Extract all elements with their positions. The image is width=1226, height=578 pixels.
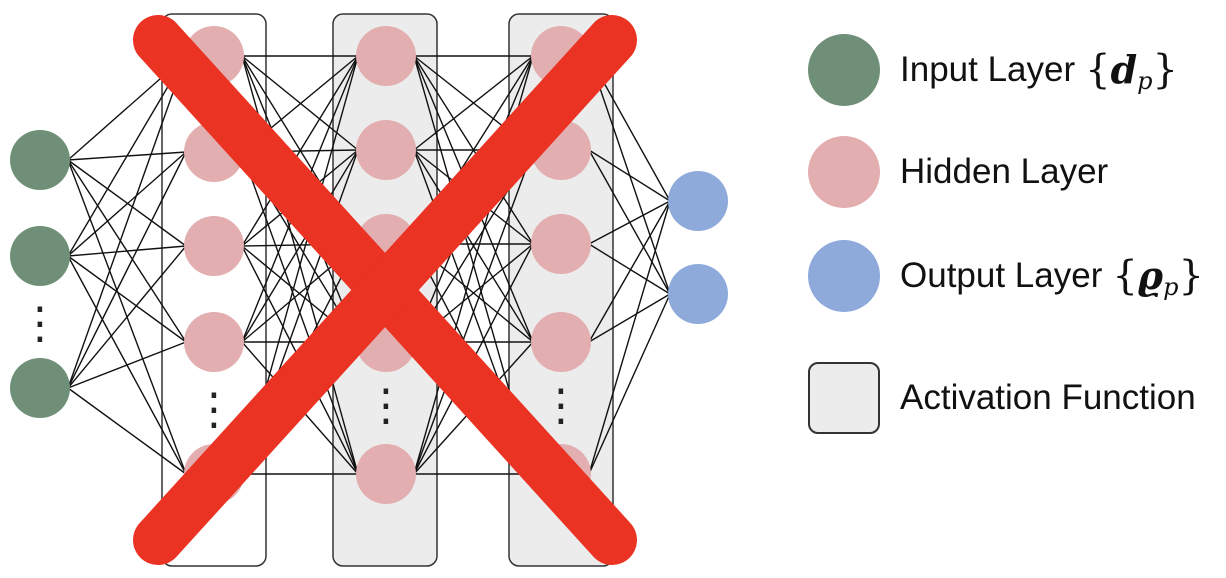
connection-line	[67, 245, 187, 389]
input-node	[10, 358, 70, 418]
legend-activation-label: Activation Function	[900, 378, 1196, 417]
hidden2-node	[356, 120, 416, 180]
hidden1-node	[184, 312, 244, 372]
input-node	[10, 130, 70, 190]
output-node	[668, 264, 728, 324]
hidden2-node	[356, 26, 416, 86]
connection-line	[588, 200, 671, 245]
connection-line	[588, 293, 671, 475]
connection-line	[241, 149, 359, 343]
connection-line	[588, 200, 671, 475]
hidden3-node	[531, 214, 591, 274]
red-x-cross-icon	[133, 15, 637, 565]
input-ellipsis: ⋮	[18, 298, 62, 349]
legend-input-label: Input Layer	[900, 50, 1076, 89]
hidden-layer-swatch	[808, 136, 880, 208]
hidden2-ellipsis: ⋮	[364, 380, 408, 431]
connection-line	[241, 55, 359, 151]
connection-line	[67, 341, 187, 389]
hidden2-node	[356, 444, 416, 504]
connection-line	[67, 55, 187, 389]
connection-line	[67, 151, 187, 389]
connection-line	[67, 255, 187, 343]
input-layer-swatch	[808, 34, 880, 106]
connection-line	[67, 159, 187, 247]
neural-network-diagram: ⋮⋮⋮⋮	[10, 13, 728, 567]
cross-stroke-2	[133, 15, 637, 565]
connection-line	[588, 243, 671, 295]
connection-line	[413, 149, 534, 475]
connection-line	[588, 149, 671, 202]
output-node	[668, 171, 728, 231]
activation-function-swatch	[808, 362, 880, 434]
connection-line	[241, 55, 359, 247]
connection-line	[67, 55, 187, 257]
hidden3-ellipsis: ⋮	[539, 380, 583, 431]
hidden3-node	[531, 312, 591, 372]
output-layer-swatch	[808, 240, 880, 312]
hidden1-node	[184, 216, 244, 276]
legend-output-label: Output Layer	[900, 256, 1103, 295]
legend-hidden-label: Hidden Layer	[900, 152, 1109, 191]
connection-line	[67, 151, 187, 257]
connection-line	[67, 387, 187, 475]
legend-activation-function: Activation Function	[808, 360, 1196, 436]
connection-line	[588, 200, 671, 343]
input-node	[10, 226, 70, 286]
legend-hidden-layer: Hidden Layer	[808, 134, 1108, 210]
connection-line	[67, 245, 187, 257]
connection-line	[413, 55, 534, 151]
connection-line	[588, 293, 671, 343]
